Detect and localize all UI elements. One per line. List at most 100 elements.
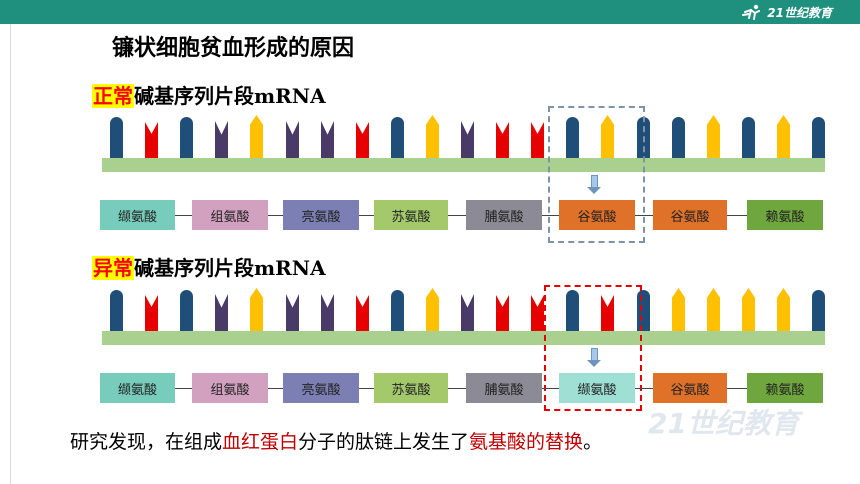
normal-amino-acid-name: 亮氨酸	[301, 209, 341, 225]
uracil-base	[180, 290, 193, 332]
top-banner: 21世纪教育	[0, 0, 860, 24]
normal-down-arrow-icon	[587, 175, 601, 194]
uracil-base	[812, 290, 825, 332]
conclusion-part-3: 分子的肽链上发生了	[298, 431, 470, 453]
conclusion-substitution: 氨基酸的替换	[469, 431, 584, 453]
adenine-base	[742, 288, 755, 332]
abnormal-amino-acid-name: 组氨酸	[210, 382, 250, 398]
abnormal-peptide-bond	[542, 388, 559, 389]
watermark: 21世纪教育	[648, 407, 799, 440]
guanine-base	[461, 121, 474, 159]
guanine-base	[286, 294, 299, 332]
abnormal-peptide-bond	[268, 388, 283, 389]
abnormal-tag: 异常	[92, 256, 134, 280]
abnormal-amino-acid-name: 缬氨酸	[577, 382, 617, 398]
normal-peptide-bond	[175, 215, 192, 216]
normal-amino-acid-name: 苏氨酸	[391, 209, 431, 225]
conclusion-hemoglobin: 血红蛋白	[222, 431, 299, 453]
adenine-base	[601, 115, 614, 159]
abnormal-amino-acid-box: 赖氨酸	[747, 373, 823, 403]
guanine-base	[461, 294, 474, 332]
uracil-base	[812, 117, 825, 159]
adenine-base	[672, 288, 685, 332]
guanine-base	[215, 294, 228, 332]
normal-label-text: 碱基序列片段mRNA	[134, 84, 326, 108]
guanine-base	[321, 294, 334, 332]
guanine-base	[286, 121, 299, 159]
normal-peptide-bond	[359, 215, 374, 216]
normal-amino-acid-name: 谷氨酸	[670, 209, 710, 225]
cytosine-base	[145, 295, 158, 332]
normal-amino-acid-name: 谷氨酸	[577, 209, 617, 225]
abnormal-peptide-bond	[175, 388, 192, 389]
normal-amino-acid-box: 缬氨酸	[100, 200, 175, 230]
uracil-base	[672, 117, 685, 159]
normal-amino-acid-box: 组氨酸	[192, 200, 268, 230]
brand-logo: 21世纪教育	[741, 2, 832, 22]
runner-icon	[742, 4, 761, 20]
slide-title: 镰状细胞贫血形成的原因	[112, 36, 355, 61]
cytosine-base	[356, 295, 369, 332]
abnormal-amino-acid-box: 组氨酸	[192, 373, 268, 403]
normal-amino-acid-name: 脯氨酸	[484, 209, 524, 225]
abnormal-amino-acid-name: 谷氨酸	[670, 382, 710, 398]
uracil-base	[566, 117, 579, 159]
conclusion-text: 研究发现，在组成血红蛋白分子的肽链上发生了氨基酸的替换。	[70, 427, 602, 454]
cytosine-base	[531, 122, 544, 159]
abnormal-amino-acid-box: 苏氨酸	[374, 373, 448, 403]
normal-peptide-bond	[727, 215, 747, 216]
left-divider	[10, 24, 11, 484]
normal-amino-acid-box: 脯氨酸	[466, 200, 542, 230]
adenine-base	[777, 115, 790, 159]
normal-amino-acid-name: 组氨酸	[210, 209, 250, 225]
cytosine-base	[601, 295, 614, 332]
abnormal-amino-acid-box: 脯氨酸	[466, 373, 542, 403]
abnormal-peptide-bond	[359, 388, 374, 389]
abnormal-label-text: 碱基序列片段mRNA	[134, 256, 326, 280]
guanine-base	[321, 121, 334, 159]
normal-peptide-bond	[542, 215, 559, 216]
abnormal-down-arrow-icon	[587, 348, 601, 367]
abnormal-peptide-bond	[635, 388, 653, 389]
abnormal-amino-acid-name: 缬氨酸	[117, 382, 157, 398]
normal-amino-acid-box: 谷氨酸	[653, 200, 727, 230]
adenine-base	[707, 115, 720, 159]
adenine-base	[426, 288, 439, 332]
abnormal-amino-acid-box: 亮氨酸	[283, 373, 359, 403]
cytosine-base	[531, 295, 544, 332]
normal-peptide-bond	[268, 215, 283, 216]
normal-amino-acid-name: 赖氨酸	[765, 209, 805, 225]
uracil-base	[391, 290, 404, 332]
adenine-base	[707, 288, 720, 332]
conclusion-part-5: 。	[583, 431, 603, 453]
normal-amino-acid-name: 缬氨酸	[117, 209, 157, 225]
adenine-base	[250, 115, 263, 159]
uracil-base	[742, 117, 755, 159]
conclusion-part-1: 研究发现，在组成	[70, 431, 223, 453]
abnormal-codon-highlight-frame	[544, 285, 642, 411]
abnormal-amino-acid-name: 苏氨酸	[391, 382, 431, 398]
normal-amino-acid-box: 亮氨酸	[283, 200, 359, 230]
abnormal-peptide-bond	[448, 388, 466, 389]
normal-codon-highlight-frame	[548, 106, 645, 243]
abnormal-amino-acid-name: 赖氨酸	[765, 382, 805, 398]
cytosine-base	[145, 122, 158, 159]
normal-peptide-bond	[448, 215, 466, 216]
abnormal-amino-acid-box: 谷氨酸	[653, 373, 727, 403]
normal-sequence-label: 正常碱基序列片段mRNA	[92, 80, 326, 109]
adenine-base	[777, 288, 790, 332]
cytosine-base	[496, 295, 509, 332]
abnormal-mrna-strand	[102, 331, 825, 345]
normal-tag: 正常	[92, 84, 134, 108]
uracil-base	[391, 117, 404, 159]
normal-amino-acid-box: 谷氨酸	[559, 200, 635, 230]
normal-peptide-bond	[635, 215, 653, 216]
cytosine-base	[356, 122, 369, 159]
uracil-base	[566, 290, 579, 332]
normal-amino-acid-box: 赖氨酸	[747, 200, 823, 230]
guanine-base	[215, 121, 228, 159]
uracil-base	[180, 117, 193, 159]
abnormal-amino-acid-name: 脯氨酸	[484, 382, 524, 398]
abnormal-peptide-bond	[727, 388, 747, 389]
logo-text: 21世纪教育	[767, 5, 832, 20]
